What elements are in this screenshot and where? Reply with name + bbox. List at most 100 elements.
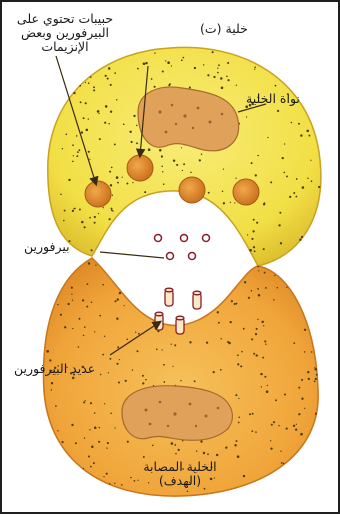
speckle — [162, 171, 163, 172]
speckle — [114, 483, 115, 484]
speckle — [116, 363, 118, 365]
speckle — [66, 134, 68, 136]
speckle — [216, 454, 218, 456]
speckle — [118, 381, 120, 383]
speckle — [132, 369, 133, 370]
speckle — [254, 69, 255, 70]
speckle — [296, 424, 297, 425]
granule — [127, 155, 153, 181]
speckle — [261, 386, 262, 387]
speckle — [83, 468, 84, 469]
speckle — [277, 110, 279, 112]
speckle — [264, 376, 266, 378]
speckle — [240, 365, 242, 367]
speckle — [145, 379, 147, 381]
speckle — [46, 350, 49, 353]
speckle — [89, 217, 91, 219]
speckle — [223, 202, 225, 204]
speckle — [104, 122, 106, 124]
speckle — [98, 113, 99, 114]
speckle — [260, 373, 262, 375]
speckle — [278, 224, 280, 226]
speckle — [246, 116, 247, 117]
speckle — [138, 333, 140, 335]
speckle — [71, 294, 72, 295]
speckle — [79, 85, 81, 87]
speckle — [284, 172, 286, 174]
label-granules: حبيبات تحتوي على البيرفورين وبعض الإنزيم… — [6, 12, 124, 54]
speckle — [82, 299, 84, 301]
speckle — [178, 449, 180, 451]
speckle — [86, 129, 89, 132]
speckle — [304, 351, 306, 353]
speckle — [237, 363, 239, 365]
speckle — [89, 429, 90, 430]
speckle — [316, 374, 318, 376]
speckle — [171, 344, 172, 345]
speckle — [114, 72, 116, 74]
speckle — [284, 143, 285, 144]
speckle — [114, 300, 116, 302]
speckle — [60, 314, 62, 316]
speckle — [93, 86, 95, 88]
speckle — [286, 175, 288, 177]
speckle — [121, 484, 123, 486]
speckle — [302, 186, 305, 189]
speckle — [109, 218, 111, 220]
speckle — [278, 425, 279, 426]
speckle — [57, 304, 58, 305]
speckle — [255, 333, 257, 335]
speckle — [119, 292, 121, 294]
speckle — [126, 338, 128, 340]
speckle — [227, 79, 229, 81]
speckle — [311, 180, 313, 182]
speckle — [156, 349, 158, 351]
speckle — [203, 64, 204, 65]
speckle — [295, 196, 297, 198]
speckle — [117, 182, 119, 184]
speckle — [85, 400, 86, 401]
speckle — [230, 321, 232, 323]
speckle — [90, 466, 92, 468]
granule — [233, 179, 259, 205]
speckle — [301, 379, 303, 381]
speckle — [60, 193, 62, 195]
speckle — [267, 385, 268, 386]
speckle — [174, 444, 176, 446]
speckle — [187, 491, 189, 493]
speckle — [308, 135, 310, 137]
speckle — [152, 445, 154, 447]
speckle — [171, 442, 174, 445]
speckle — [73, 92, 75, 94]
speckle — [217, 311, 219, 313]
speckle — [161, 155, 163, 157]
speckle — [203, 452, 205, 454]
speckle — [108, 67, 110, 69]
speckle — [63, 220, 65, 222]
speckle — [291, 122, 293, 124]
speckle — [116, 99, 117, 100]
speckle — [304, 329, 306, 331]
speckle — [207, 74, 209, 76]
speckle — [261, 321, 263, 323]
speckle — [163, 183, 165, 185]
speckle — [98, 441, 100, 443]
speckle — [90, 402, 92, 404]
speckle — [95, 264, 96, 265]
speckle — [270, 181, 272, 183]
speckle — [102, 354, 104, 356]
speckle — [281, 462, 283, 464]
speckle — [181, 147, 182, 148]
speckle — [106, 447, 107, 448]
speckle — [168, 84, 170, 86]
speckle — [235, 394, 237, 396]
pore-icon — [155, 312, 163, 330]
speckle — [220, 77, 222, 79]
speckle — [189, 86, 191, 88]
speckle — [234, 202, 235, 203]
speckle — [154, 52, 155, 53]
speckle — [162, 349, 163, 350]
speckle — [159, 149, 162, 152]
label-target-cell: الخلية المصابة (الهدف) — [130, 460, 230, 488]
